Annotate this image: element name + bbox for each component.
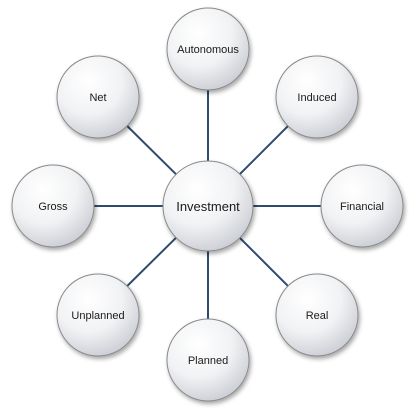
node-gross: Gross [11, 164, 95, 248]
connector-induced [237, 123, 291, 177]
node-real-label: Real [306, 310, 329, 322]
node-unplanned-label: Unplanned [71, 310, 124, 322]
node-planned-circle [166, 318, 250, 402]
connector-net [124, 123, 179, 177]
node-financial-circle [320, 164, 404, 248]
connector-real [237, 235, 291, 289]
node-unplanned-circle [56, 273, 140, 357]
node-induced-circle [275, 55, 359, 139]
node-autonomous-circle [166, 7, 250, 91]
node-unplanned: Unplanned [56, 273, 140, 357]
node-gross-label: Gross [38, 201, 68, 213]
node-investment-center: Investment [162, 160, 254, 252]
node-financial: Financial [320, 164, 404, 248]
node-investment-circle [162, 160, 254, 252]
connector-unplanned [124, 235, 179, 289]
node-planned: Planned [166, 318, 250, 402]
node-planned-label: Planned [188, 355, 228, 367]
node-investment-label: Investment [176, 199, 240, 214]
node-induced-label: Induced [297, 92, 336, 104]
node-real: Real [275, 273, 359, 357]
node-net-label: Net [89, 92, 106, 104]
node-autonomous-label: Autonomous [177, 44, 239, 56]
node-autonomous: Autonomous [166, 7, 250, 91]
node-induced: Induced [275, 55, 359, 139]
node-net: Net [56, 55, 140, 139]
node-real-circle [275, 273, 359, 357]
node-financial-label: Financial [340, 201, 384, 213]
node-net-circle [56, 55, 140, 139]
connector-lines [92, 88, 323, 321]
node-gross-circle [11, 164, 95, 248]
